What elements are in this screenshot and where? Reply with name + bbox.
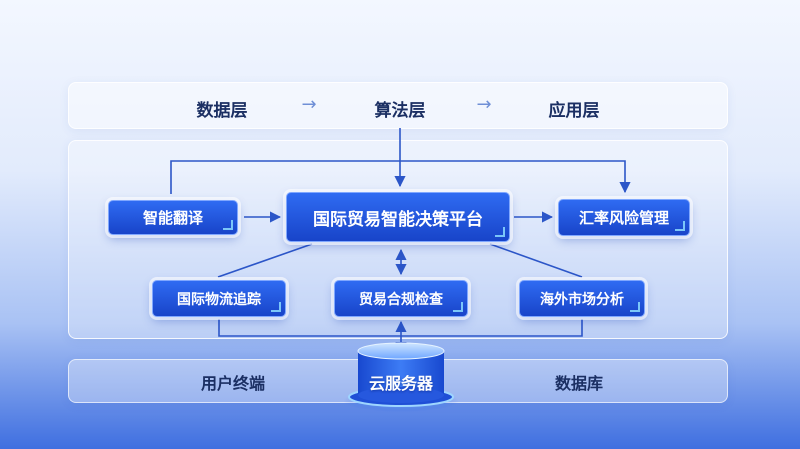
top-loop-line: [170, 160, 631, 194]
layer-data-label: 数据层: [196, 101, 248, 121]
user-terminal-label: 用户终端: [200, 374, 266, 393]
cloud-server-icon[interactable]: [342, 335, 460, 413]
fx-risk-node[interactable]: 汇率风险管理: [558, 199, 690, 236]
database-label: 数据库: [554, 374, 604, 393]
layer-bar: [68, 82, 728, 129]
cloud-server-label: 云服务器: [368, 374, 434, 393]
translate-node[interactable]: 智能翻译: [108, 200, 238, 235]
layer-arrow-2: →: [476, 94, 492, 115]
layer-application-label: 应用层: [548, 101, 600, 121]
main-platform-node[interactable]: 国际贸易智能决策平台: [286, 192, 510, 242]
main-to-overseas-line: [489, 243, 583, 278]
layer-arrow-1: →: [301, 94, 317, 115]
layer-algorithm-label: 算法层: [374, 101, 426, 121]
compliance-node[interactable]: 贸易合规检查: [334, 280, 468, 317]
main-to-logistics-line: [217, 243, 313, 278]
logistics-node[interactable]: 国际物流追踪: [152, 280, 286, 317]
overseas-market-node[interactable]: 海外市场分析: [519, 280, 645, 317]
